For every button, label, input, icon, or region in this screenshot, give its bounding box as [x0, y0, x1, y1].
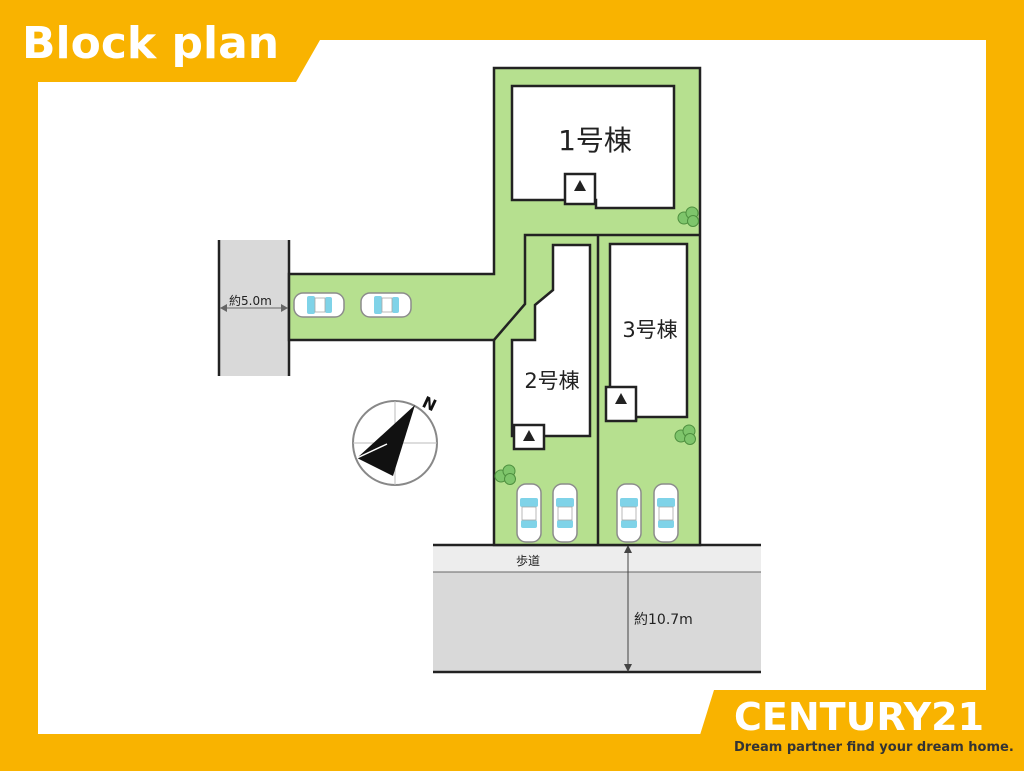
- parked-car-icon: [360, 292, 412, 318]
- parked-car-icon: [516, 483, 542, 543]
- building-2-label: 2号棟: [524, 369, 579, 393]
- sidewalk-label: 歩道: [516, 553, 540, 568]
- building-3-label: 3号棟: [622, 318, 677, 342]
- brand-banner: [690, 690, 1024, 767]
- north-compass-icon: [352, 400, 438, 486]
- lot-divider-1: [493, 233, 700, 341]
- access-width-label: 約5.0m: [229, 293, 272, 308]
- parked-car-icon: [552, 483, 578, 543]
- building-2: [510, 243, 592, 438]
- building-1: [510, 84, 676, 210]
- sidewalk: [433, 545, 761, 572]
- parked-car-icon: [293, 292, 345, 318]
- entrance-3-icon: [604, 385, 638, 423]
- page-title: Block plan: [22, 18, 279, 69]
- road-width-label: 約10.7m: [634, 612, 693, 628]
- south-road: [433, 572, 761, 672]
- brand-logo: CENTURY21: [734, 695, 984, 739]
- parked-car-icon: [653, 483, 679, 543]
- building-1-label: 1号棟: [558, 124, 632, 157]
- parked-car-icon: [616, 483, 642, 543]
- brand-tagline: Dream partner find your dream home.: [734, 740, 1014, 755]
